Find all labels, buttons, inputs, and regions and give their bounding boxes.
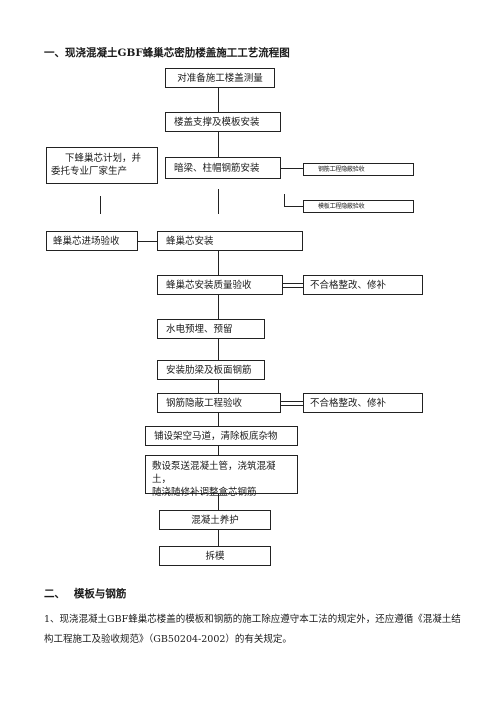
side-rectify-2: 不合格整改、修补	[303, 393, 423, 413]
section-2-heading: 二、 模板与钢筋	[44, 588, 127, 600]
flow-step-honeycomb-install: 蜂巢芯安装	[157, 231, 303, 251]
side-plan-box: 下蜂巢芯计划，并 委托专业厂家生产	[46, 147, 158, 184]
section-2-paragraph: 1、现浇混凝土GBF蜂巢芯楼盖的模板和钢筋的施工除应遵守本工法的规定外，还应遵循…	[44, 614, 461, 645]
connector-tiny2-h	[284, 206, 303, 207]
flow-step-demold: 拆模	[159, 546, 271, 566]
side-check-in: 蜂巢芯进场验收	[46, 231, 138, 251]
side-rectify-1: 不合格整改、修补	[303, 275, 423, 295]
flow-step-formwork: 楼盖支撑及模板安装	[165, 112, 281, 132]
plan-line-2: 委托专业厂家生产	[51, 166, 128, 177]
connector-tiny1	[281, 168, 303, 169]
flowchart-title: 一、现浇混凝土GBF蜂巢芯密肋楼盖施工工艺流程图	[44, 47, 290, 59]
connector-rectify2-b	[281, 405, 303, 406]
connector-9	[218, 446, 219, 455]
side-formwork-hidden-check: 模板工程隐蔽验收	[303, 200, 414, 213]
flow-step-curing: 混凝土养护	[159, 510, 271, 530]
connector-rectify1-a	[283, 283, 303, 284]
flow-step-survey: 对准备施工楼盖测量	[165, 68, 275, 88]
connector-rectify2-a	[281, 401, 303, 402]
flow-step-plumbing: 水电预埋、预留	[157, 319, 265, 339]
pour-line-2: 随浇随修补调整盒芯钢筋	[152, 487, 257, 498]
connector-11	[218, 530, 219, 546]
flow-step-pour-concrete: 敷设泵送混凝土管，浇筑混凝土， 随浇随修补调整盒芯钢筋	[145, 455, 298, 498]
connector-rectify1-b	[283, 287, 303, 288]
connector-7	[218, 380, 219, 393]
connector-3	[218, 189, 219, 214]
connector-1	[218, 88, 219, 112]
flow-step-walkway: 铺设架空马道，清除板底杂物	[145, 426, 298, 446]
connector-10	[218, 494, 219, 510]
flow-step-rebar-check: 钢筋隐蔽工程验收	[157, 393, 281, 413]
connector-5	[218, 295, 219, 319]
plan-line-1: 下蜂巢芯计划，并	[65, 153, 142, 164]
connector-check-in	[138, 241, 157, 242]
flow-step-beam-rebar: 暗梁、柱帽钢筋安装	[165, 157, 281, 179]
connector-2	[218, 132, 219, 157]
flow-step-rib-rebar: 安装肋梁及板面钢筋	[157, 360, 265, 380]
connector-4	[218, 251, 219, 275]
flow-step-install-check: 蜂巢芯安装质量验收	[157, 275, 283, 295]
connector-plan	[100, 196, 101, 214]
pour-line-1: 敷设泵送混凝土管，浇筑混凝土，	[152, 461, 276, 485]
connector-tiny2-v	[284, 194, 285, 206]
connector-8	[218, 413, 219, 426]
side-rebar-hidden-check: 钢筋工程隐蔽验收	[303, 163, 414, 176]
connector-6	[218, 339, 219, 360]
